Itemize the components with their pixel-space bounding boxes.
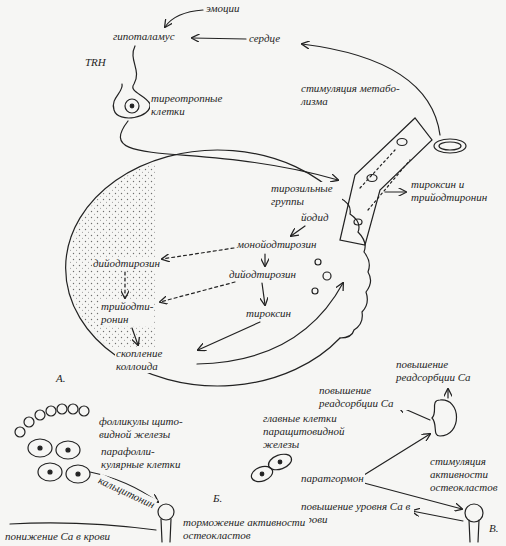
annotation-label: тирозильные группы (270, 182, 342, 208)
cell-nucleus (397, 139, 407, 146)
arrow (165, 10, 203, 27)
bone-shaft (469, 520, 479, 542)
arrow (264, 254, 265, 266)
cell-nucleus (66, 448, 70, 452)
annotation-label: дийодтирозин (228, 268, 297, 281)
annotation-label: кальцитонин (95, 473, 158, 511)
cell-nucleus (130, 104, 134, 108)
cell-nucleus (48, 470, 52, 474)
annotation-label: парафолли- кулярные клетки (100, 445, 186, 471)
cell-nucleus (278, 460, 282, 464)
parafollicular-cell (56, 441, 80, 459)
follicle (79, 406, 89, 416)
arrow (262, 283, 265, 305)
parathyroid-gland (249, 464, 274, 485)
cell-nucleus (260, 472, 264, 476)
annotation-label: тиреотропные клетки (150, 92, 232, 118)
annotation-label: Б. (212, 492, 223, 505)
arrow (192, 38, 246, 39)
annotation-label: тироксин (245, 307, 292, 320)
annotation-label: В. (488, 522, 499, 535)
line (10, 523, 156, 530)
annotation-label: понижение Ca в крови (4, 530, 111, 543)
follicle (15, 427, 25, 437)
annotation-label: повышение реадсорбции Ca (395, 358, 497, 384)
arrow (120, 121, 338, 180)
cell-nucleus (76, 472, 80, 476)
annotation-label: стимуляция активности остеокластов (429, 455, 503, 494)
arrow (291, 226, 305, 236)
annotation-label: йодид (300, 211, 329, 224)
annotation-label: трийодти- ронин (100, 300, 154, 326)
follicle (24, 417, 34, 427)
annotation-label: повышение уровня Ca в крови (300, 500, 414, 526)
annotation-label: фолликулы щито- видной железы (98, 415, 184, 441)
bone-head (158, 504, 174, 520)
annotation-label: главные клетки паращитовидной железы (262, 412, 344, 451)
annotation-label: эмоции (205, 2, 240, 15)
arrow (447, 389, 448, 398)
arrow (364, 434, 430, 475)
thyrotropic-cell (125, 99, 139, 113)
cell-nucleus (38, 446, 42, 450)
arrow (198, 322, 260, 350)
colloid-droplet (323, 272, 331, 280)
parafollicular-cell (38, 463, 62, 481)
cell-borders (360, 150, 410, 210)
annotation-label: сердце (248, 32, 281, 45)
colloid-droplet (315, 259, 321, 265)
follicle (46, 406, 56, 416)
cell-nucleus (367, 175, 377, 182)
annotation-label: А. (55, 372, 66, 385)
capillary-ring (439, 142, 461, 150)
follicle (68, 404, 78, 414)
follicle (57, 404, 67, 414)
arrow (124, 272, 125, 298)
parafollicular-cell (28, 439, 52, 457)
capillary-ring (434, 139, 466, 153)
annotation-label: скопление коллоида (115, 347, 192, 373)
parathyroid-gland (266, 451, 293, 472)
pituitary (113, 46, 150, 118)
follicle (35, 410, 45, 420)
annotation-label: паратгормон (300, 472, 365, 485)
kidney (432, 400, 457, 436)
parafollicular-cell (66, 465, 90, 483)
annotation-label: монойодтирозин (236, 238, 317, 251)
cell-nucleus (354, 219, 362, 225)
annotation-label: повышение реадсорбции Ca (318, 384, 415, 410)
arrow (162, 248, 234, 259)
annotation-label: гипоталамус (112, 30, 176, 43)
colloid-droplet (312, 288, 318, 294)
arrow (385, 191, 406, 192)
annotation-label: торможение активности остеокластов (182, 516, 309, 542)
annotation-label: TRH (84, 56, 107, 69)
arrow (160, 282, 235, 302)
annotation-label: стимуляция метабо- лизма (300, 82, 406, 108)
annotation-label: тироксин и трийодтиронин (410, 178, 502, 204)
bone-head (465, 504, 483, 522)
arrow (132, 328, 138, 345)
bone-shaft (161, 519, 171, 542)
arrow (197, 283, 343, 364)
drawing (10, 10, 483, 542)
arrow (412, 511, 463, 521)
annotation-label: дийодтирозин (92, 257, 161, 270)
